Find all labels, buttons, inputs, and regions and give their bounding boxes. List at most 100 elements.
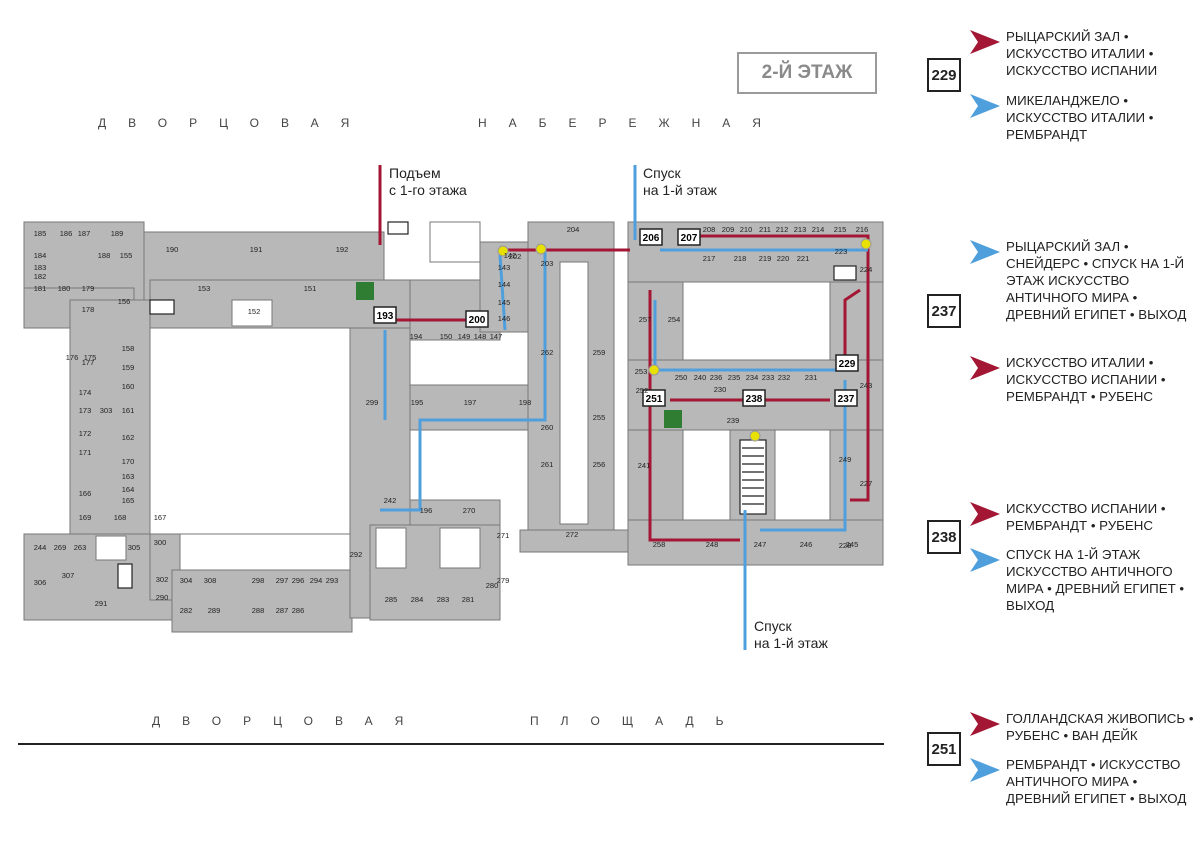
svg-text:206: 206 — [643, 233, 660, 244]
room-number: 234 — [746, 373, 759, 382]
room-number: 288 — [252, 606, 265, 615]
room-number: 220 — [777, 254, 790, 263]
room-number: 187 — [78, 229, 91, 238]
svg-text:229: 229 — [839, 359, 856, 370]
room-number: 296 — [292, 576, 305, 585]
room-number: 287 — [276, 606, 289, 615]
room-number: 163 — [122, 472, 135, 481]
room-number: 246 — [800, 540, 813, 549]
room-number: 221 — [797, 254, 810, 263]
room-number: 283 — [437, 595, 450, 604]
room-number: 289 — [208, 606, 221, 615]
room-number: 190 — [166, 245, 179, 254]
room-number: 176 — [66, 353, 79, 362]
room-number: 189 — [111, 229, 124, 238]
room-number: 232 — [778, 373, 791, 382]
room-number: 257 — [639, 315, 652, 324]
legend-entry-text: ИСКУССТВО ИСПАНИИ • РЕМБРАНДТ • РУБЕНС — [1006, 501, 1166, 533]
red-arrow-icon — [970, 502, 1000, 526]
room-number: 196 — [420, 506, 433, 515]
room-number: 249 — [839, 455, 852, 464]
descent-note-bottom-line1: Спуск — [754, 618, 792, 634]
room-number: 270 — [463, 506, 476, 515]
room-number: 152 — [248, 307, 261, 316]
room-number: 308 — [204, 576, 217, 585]
room-number: 149 — [458, 332, 471, 341]
stair-icons — [117, 221, 857, 589]
room-number: 294 — [310, 576, 323, 585]
room-number: 263 — [74, 543, 87, 552]
legend-number: 229 — [927, 58, 961, 92]
room-number: 203 — [541, 259, 554, 268]
route-marker: 251 — [642, 389, 666, 407]
legend-entry-text: МИКЕЛАНДЖЕЛО • ИСКУССТВО ИТАЛИИ • РЕМБРА… — [1006, 93, 1154, 142]
red-arrow-icon — [970, 30, 1000, 54]
room-number: 297 — [276, 576, 289, 585]
room-number: 291 — [95, 599, 108, 608]
room-number: 285 — [385, 595, 398, 604]
room-number: 259 — [593, 348, 606, 357]
room-number: 151 — [304, 284, 317, 293]
room-number: 208 — [703, 225, 716, 234]
room-number: 241 — [638, 461, 651, 470]
legend-entry-text: РЕМБРАНДТ • ИСКУССТВО АНТИЧНОГО МИРА • Д… — [1006, 757, 1187, 806]
room-number: 166 — [79, 489, 92, 498]
room-number: 211 — [759, 225, 771, 234]
blue-arrow-icon — [970, 240, 1000, 264]
street-top-right: НАБЕРЕЖНАЯ — [478, 116, 783, 130]
room-number: 292 — [350, 550, 363, 559]
street-bottom-left: ДВОРЦОВАЯ — [152, 714, 426, 728]
room-number: 177 — [82, 358, 95, 367]
room-number: 244 — [34, 543, 47, 552]
room-number: 215 — [834, 225, 847, 234]
room-number: 290 — [156, 593, 169, 602]
room-number: 293 — [326, 576, 339, 585]
svg-text:193: 193 — [377, 311, 394, 322]
room-number: 240 — [694, 373, 707, 382]
ascent-note-line2: с 1-го этажа — [389, 182, 467, 198]
room-number: 161 — [122, 406, 135, 415]
room-number: 160 — [122, 382, 135, 391]
room-number: 182 — [34, 272, 47, 281]
room-number: 299 — [366, 398, 379, 407]
room-number: 280 — [486, 581, 499, 590]
svg-text:200: 200 — [469, 315, 486, 326]
room-number: 279 — [497, 576, 510, 585]
room-number: 213 — [794, 225, 807, 234]
room-number: 260 — [541, 423, 554, 432]
legend-number: 237 — [927, 294, 961, 328]
blue-arrow-icon — [970, 758, 1000, 782]
svg-text:238: 238 — [746, 394, 763, 405]
room-number: 167 — [154, 513, 167, 522]
room-number: 255 — [593, 413, 606, 422]
room-number: 254 — [668, 315, 681, 324]
room-number: 286 — [292, 606, 305, 615]
room-number: 165 — [122, 496, 135, 505]
room-number: 281 — [462, 595, 475, 604]
room-number: 216 — [856, 225, 869, 234]
room-number: 298 — [252, 576, 265, 585]
room-number: 302 — [156, 575, 169, 584]
room-number: 305 — [128, 543, 141, 552]
route-marker: 237 — [834, 389, 858, 407]
legend-entry-text: РЫЦАРСКИЙ ЗАЛ • ИСКУССТВО ИТАЛИИ • ИСКУС… — [1006, 29, 1158, 78]
route-markers: 193 200 206 207 229 237 238 251 — [373, 228, 859, 407]
room-number: 155 — [120, 251, 133, 260]
room-number: 148 — [474, 332, 487, 341]
room-number: 284 — [411, 595, 424, 604]
street-bottom-right: ПЛОЩАДЬ — [530, 714, 746, 728]
room-number: 145 — [498, 298, 511, 307]
room-number: 231 — [805, 373, 818, 382]
ascent-note-line1: Подъем — [389, 165, 441, 181]
room-number: 243 — [860, 381, 873, 390]
room-number: 224 — [860, 265, 873, 274]
route-marker: 238 — [742, 389, 766, 407]
room-number: 214 — [812, 225, 825, 234]
route-marker: 207 — [677, 228, 701, 246]
legend-number: 238 — [927, 520, 961, 554]
room-number: 174 — [79, 388, 92, 397]
room-number: 146 — [498, 314, 511, 323]
room-number: 150 — [440, 332, 453, 341]
room-number: 194 — [410, 332, 423, 341]
